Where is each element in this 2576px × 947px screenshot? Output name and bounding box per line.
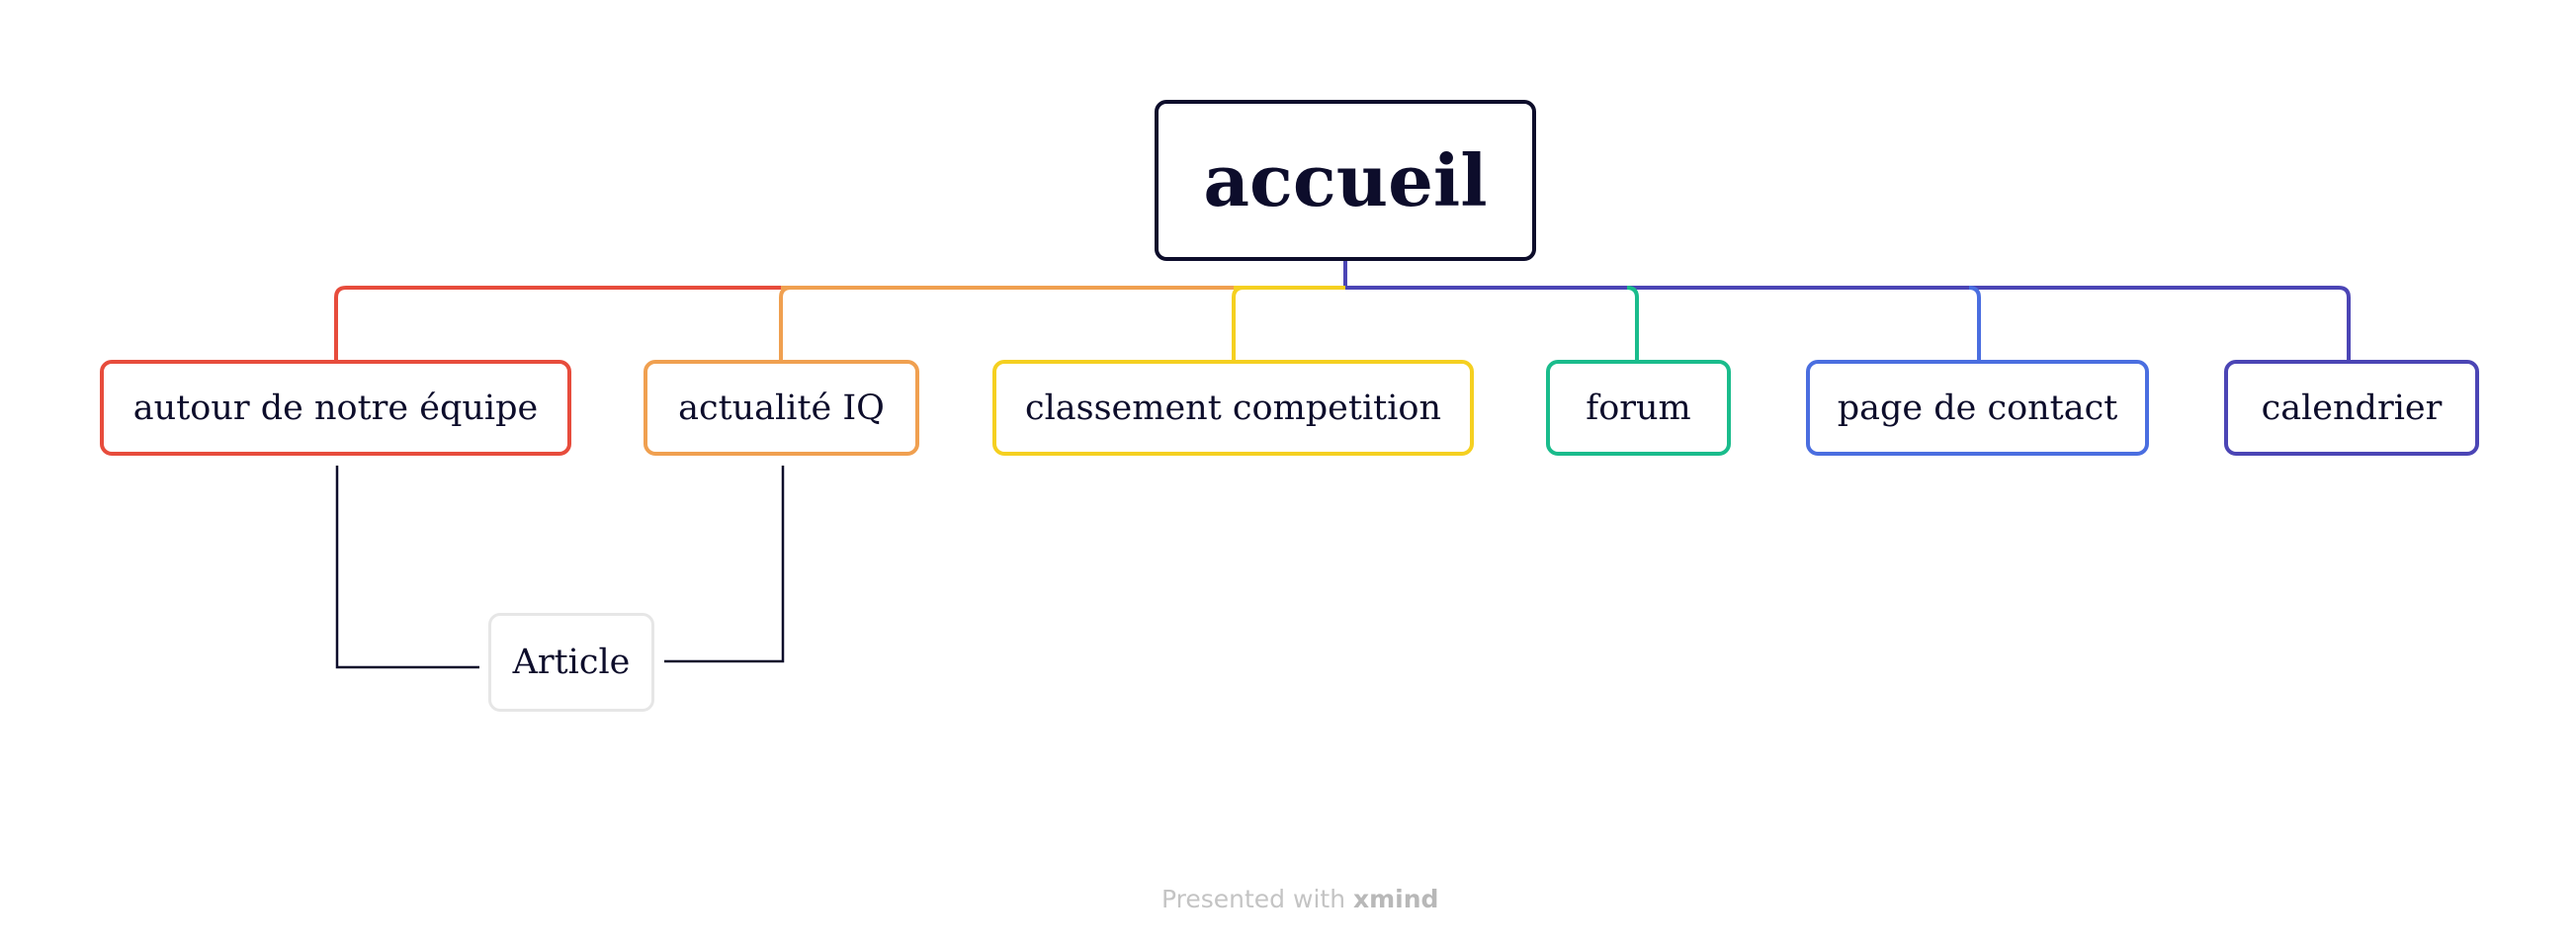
branch-node-classement[interactable]: classement competition: [992, 360, 1474, 456]
footer-brand: xmind: [1353, 885, 1439, 913]
relation-right: [664, 466, 785, 663]
branch-label: actualité IQ: [678, 387, 885, 428]
footer-prefix: Presented with: [1161, 885, 1346, 913]
branch-label: autour de notre équipe: [132, 387, 539, 428]
root-label: accueil: [1203, 138, 1488, 222]
branch-label: calendrier: [2261, 387, 2443, 428]
branch-label: page de contact: [1837, 387, 2118, 428]
root-node-accueil[interactable]: accueil: [1155, 100, 1536, 261]
drop-yellow: [1232, 286, 1245, 360]
floating-node-article[interactable]: Article: [488, 613, 654, 712]
drop-green: [1626, 286, 1639, 360]
floating-label: Article: [512, 643, 631, 682]
branch-label: classement competition: [1024, 387, 1442, 428]
drop-orange: [779, 286, 792, 360]
relation-left: [335, 466, 479, 669]
branch-node-contact[interactable]: page de contact: [1806, 360, 2149, 456]
branch-node-forum[interactable]: forum: [1546, 360, 1731, 456]
branch-node-equipe[interactable]: autour de notre équipe: [100, 360, 571, 456]
bus-blue: [1345, 286, 2351, 360]
branch-label: forum: [1586, 387, 1691, 428]
branch-node-calendrier[interactable]: calendrier: [2224, 360, 2479, 456]
bus-red: [334, 286, 781, 360]
drop-blue: [1968, 286, 1981, 360]
footer-credit: Presented with xmind: [1161, 885, 1438, 913]
branch-node-actualite[interactable]: actualité IQ: [644, 360, 919, 456]
